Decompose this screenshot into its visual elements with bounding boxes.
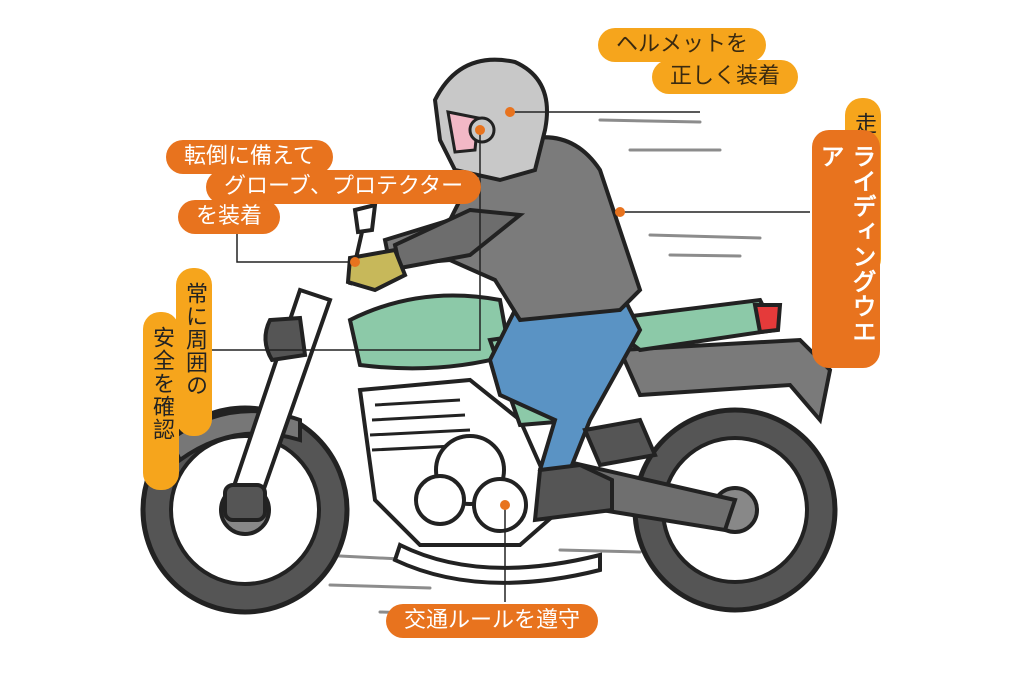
callout-safety-line1: 常に周囲の — [176, 268, 212, 436]
rider-arm — [392, 207, 526, 271]
fuel-tank — [347, 293, 513, 371]
rider-boot — [532, 462, 614, 523]
front-fork — [223, 287, 333, 522]
callout-safety-line2: 安全を確認 — [143, 312, 179, 490]
tail-light — [752, 303, 783, 335]
rear-boot — [582, 417, 658, 468]
headlight — [263, 315, 308, 363]
helmet-icon — [432, 57, 549, 183]
callout-helmet-line2: 正しく装着 — [652, 60, 799, 94]
engine — [357, 377, 563, 547]
callout-gear-line2: グローブ、プロテクター — [206, 170, 482, 204]
rear-frame — [616, 337, 833, 425]
callout-gear-line1: 転倒に備えて — [166, 140, 333, 174]
callout-gear-line3: を装着 — [178, 200, 281, 234]
exhaust-pipe — [392, 542, 602, 585]
callout-traffic: 交通ルールを遵守 — [386, 604, 599, 638]
leader-lines — [210, 111, 810, 602]
rider-glove — [345, 247, 408, 293]
callout-wear-line2: ライディングウエア — [812, 130, 880, 368]
leader-dots — [350, 107, 625, 510]
callout-helmet-line1: ヘルメットを — [598, 28, 767, 62]
